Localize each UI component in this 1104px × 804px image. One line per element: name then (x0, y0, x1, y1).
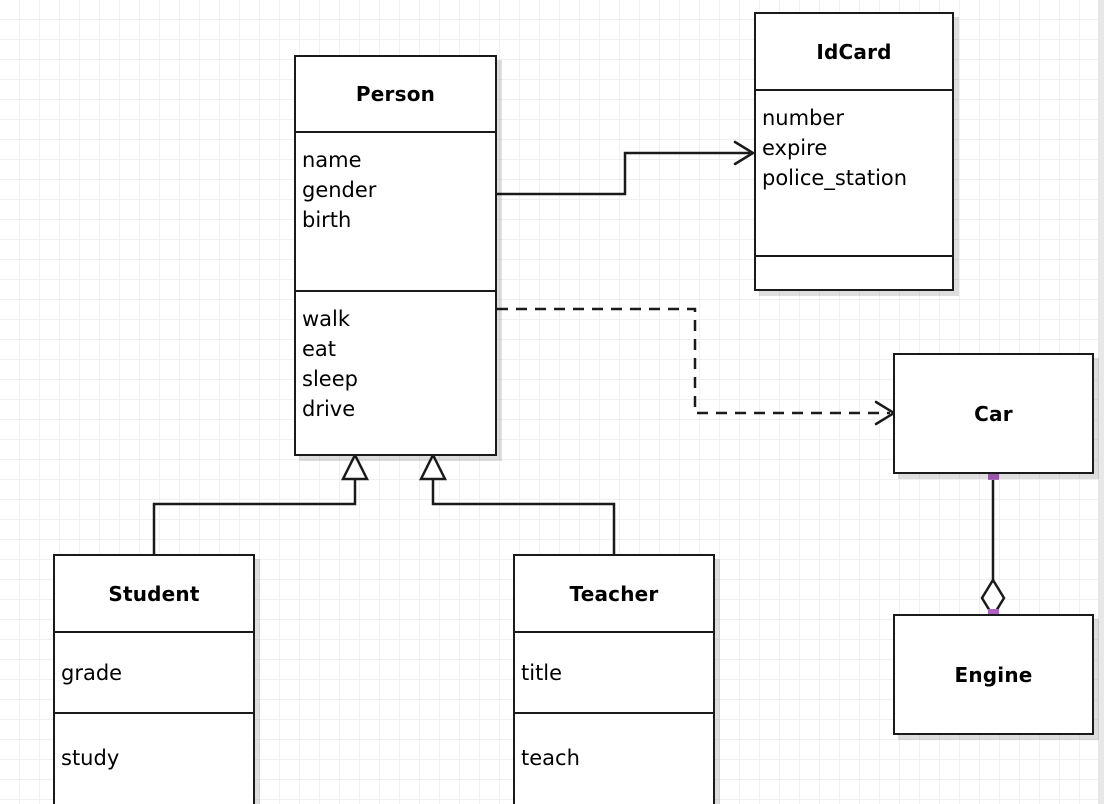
class-attributes-student: grade (55, 633, 253, 714)
class-attributes-teacher: title (515, 633, 713, 714)
class-box-idcard[interactable]: IdCard number expire police_station (754, 12, 954, 291)
attribute-item: birth (302, 208, 352, 232)
connector-teacher-person[interactable] (418, 452, 616, 554)
class-operations-idcard (756, 257, 952, 289)
class-box-car[interactable]: Car (893, 353, 1094, 474)
operation-item: sleep (302, 367, 358, 391)
class-operations-person: walk eat sleep drive (296, 292, 495, 454)
operation-item: drive (302, 397, 356, 421)
attribute-item: expire (762, 136, 828, 160)
class-attributes-person: name gender birth (296, 133, 495, 292)
class-name-label: Teacher (569, 581, 659, 606)
operation-item: eat (302, 337, 337, 361)
connector-car-engine[interactable] (980, 474, 1006, 619)
class-operations-teacher: teach (515, 714, 713, 802)
class-title-person: Person (296, 57, 495, 133)
canvas-right-edge (1098, 0, 1104, 804)
class-box-engine[interactable]: Engine (893, 614, 1094, 735)
class-title-car: Car (895, 355, 1092, 472)
class-operations-student: study (55, 714, 253, 802)
class-box-teacher[interactable]: Teacher title teach (513, 554, 715, 804)
class-attributes-idcard: number expire police_station (756, 91, 952, 257)
attribute-item: grade (61, 660, 123, 685)
class-name-label: IdCard (816, 39, 892, 64)
operation-item: teach (521, 746, 580, 770)
operation-item: walk (302, 307, 351, 331)
class-box-person[interactable]: Person name gender birth walk eat sleep … (294, 55, 497, 456)
class-box-student[interactable]: Student grade study (53, 554, 255, 804)
connector-person-idcard[interactable] (497, 140, 756, 196)
class-title-student: Student (55, 556, 253, 633)
operation-item: study (61, 746, 120, 770)
class-name-label: Engine (954, 662, 1033, 687)
attribute-item: title (521, 660, 563, 685)
class-title-engine: Engine (895, 616, 1092, 733)
class-name-label: Student (108, 581, 200, 606)
attribute-item: name (302, 148, 362, 172)
connector-student-person[interactable] (152, 452, 370, 554)
class-title-idcard: IdCard (756, 14, 952, 91)
class-name-label: Person (355, 82, 436, 106)
class-title-teacher: Teacher (515, 556, 713, 633)
endpoint-handle-car[interactable] (988, 469, 999, 480)
class-name-label: Car (974, 401, 1013, 426)
connector-person-car[interactable] (497, 307, 897, 426)
attribute-item: gender (302, 178, 377, 202)
attribute-item: number (762, 106, 844, 130)
attribute-item: police_station (762, 166, 908, 190)
